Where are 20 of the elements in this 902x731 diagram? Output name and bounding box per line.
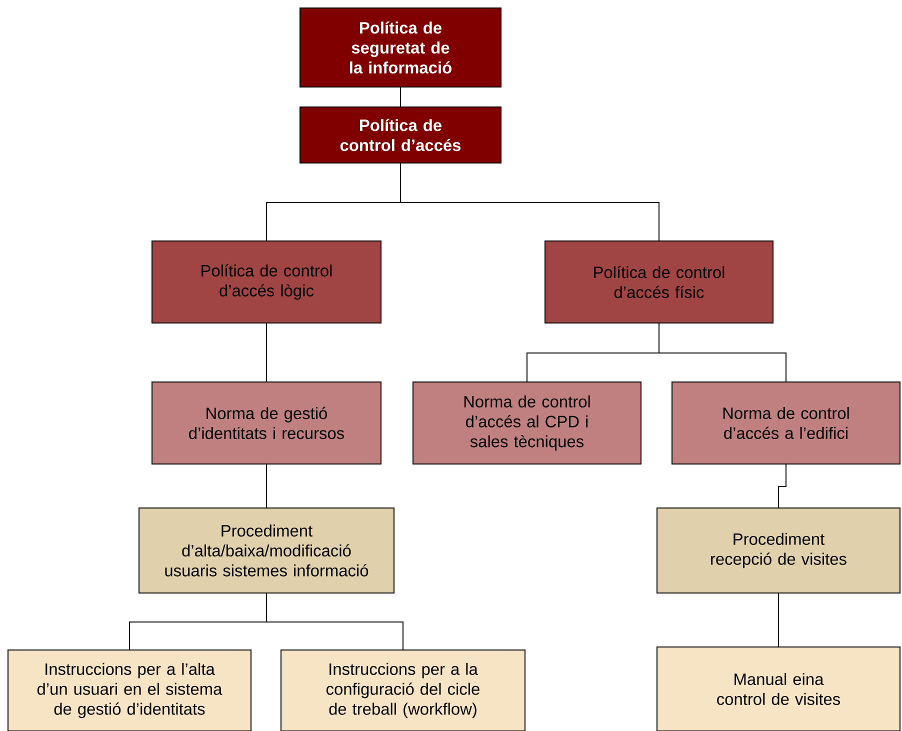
policy-box: Procediment recepció de visites [656, 508, 900, 594]
connector-line [400, 163, 660, 241]
connector-line [266, 323, 267, 382]
connector-line [266, 464, 267, 508]
policy-box: Política de control d’accés físic [544, 240, 774, 324]
connector-line [658, 323, 786, 382]
connector-line [778, 464, 786, 508]
connector-line [400, 87, 401, 107]
policy-box: Norma de control d’accés al CPD i sales tècniques [412, 382, 642, 464]
connector-line [778, 593, 779, 647]
policy-box: Norma de control d’accés a l’edifici [672, 382, 900, 464]
policy-box: Manual eina control de visites [656, 646, 900, 731]
policy-box: Política de seguretat de la informació [300, 8, 502, 88]
policy-box: Política de control d’accés lògic [152, 240, 382, 324]
policy-box: Instruccions per a l’alta d’un usuari en el sistema de gestió d’identitats [8, 650, 252, 731]
policy-box: Instruccions per a la configuració del cicle de treball (workflow) [280, 650, 526, 731]
connector-line [266, 593, 404, 650]
policy-box: Política de control d’accés [300, 106, 502, 164]
policy-box: Norma de gestió d’identitats i recursos [152, 382, 382, 464]
policy-box: Procediment d’alta/baixa/modificació usuaris sistemes informació [138, 508, 394, 594]
